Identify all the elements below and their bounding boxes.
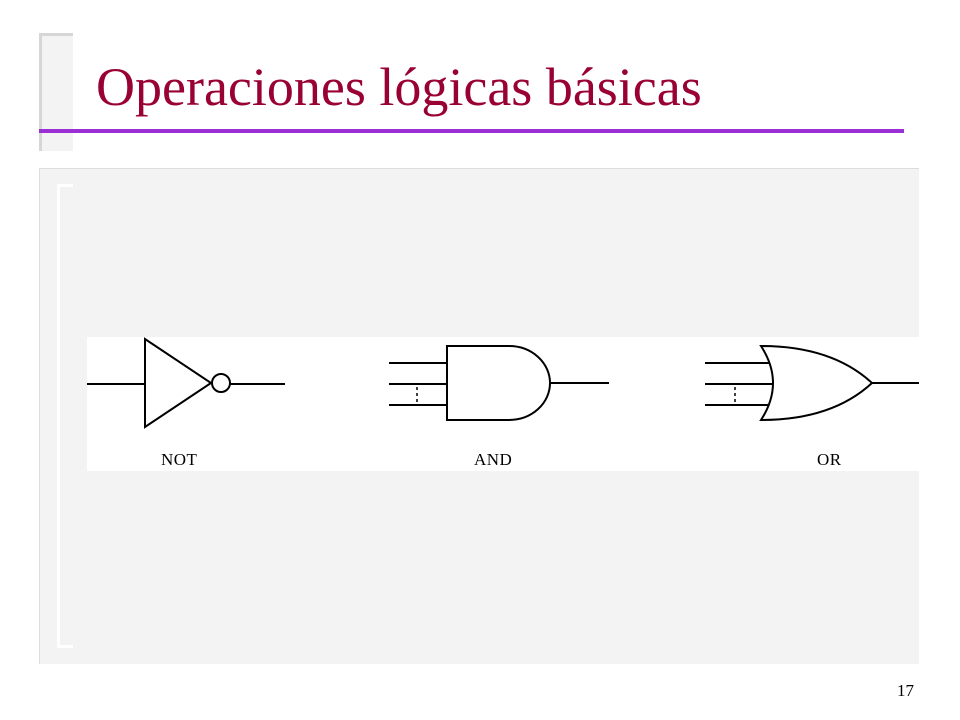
and-gate-symbol <box>389 345 609 421</box>
logic-gates-diagram <box>87 337 919 429</box>
not-gate-symbol <box>87 337 285 429</box>
title-bracket-decoration <box>39 33 73 151</box>
slide-title: Operaciones lógicas básicas <box>96 57 702 117</box>
not-gate-label: NOT <box>161 450 198 469</box>
logic-gates-figure: NOT AND OR <box>87 337 919 471</box>
page-number: 17 <box>897 681 914 700</box>
or-gate-label: OR <box>817 450 842 469</box>
content-bracket-decoration <box>57 184 73 648</box>
title-underline <box>39 129 904 133</box>
or-gate-symbol <box>705 344 919 422</box>
and-gate-label: AND <box>474 450 513 469</box>
